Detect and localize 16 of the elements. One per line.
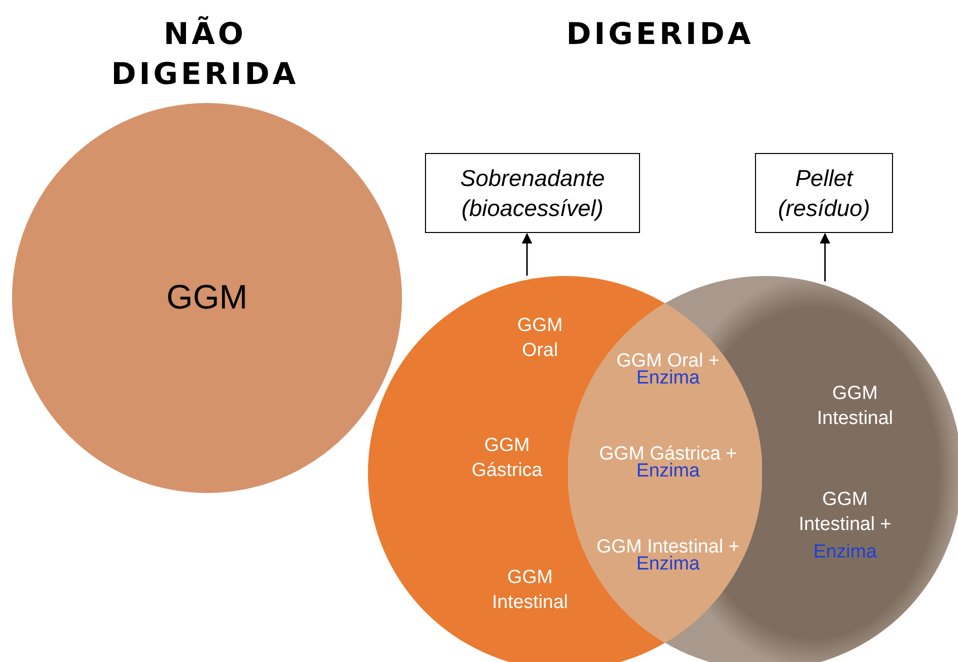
enzyme-label: Enzima xyxy=(813,540,877,564)
arrow xyxy=(820,232,830,282)
arrow xyxy=(522,232,532,276)
enzyme-label: Enzima xyxy=(636,367,700,390)
region-label: GGM xyxy=(166,286,248,310)
enzyme-label: Enzima xyxy=(636,553,700,576)
region-label: GGM Intestinal xyxy=(816,382,894,431)
region-label: GGM Gástrica xyxy=(470,434,544,483)
enzyme-label: Enzima xyxy=(636,460,700,484)
region-label: GGM Intestinal + xyxy=(798,488,892,537)
label-box: Sobrenadante (bioacessível) xyxy=(425,153,640,233)
region-label: GGM Intestinal xyxy=(490,566,570,615)
heading: NÃO DIGERIDA xyxy=(110,15,300,94)
label-box: Pellet (resíduo) xyxy=(755,153,893,233)
region-label: GGM Oral xyxy=(516,314,564,363)
heading: DIGERIDA xyxy=(565,16,755,54)
